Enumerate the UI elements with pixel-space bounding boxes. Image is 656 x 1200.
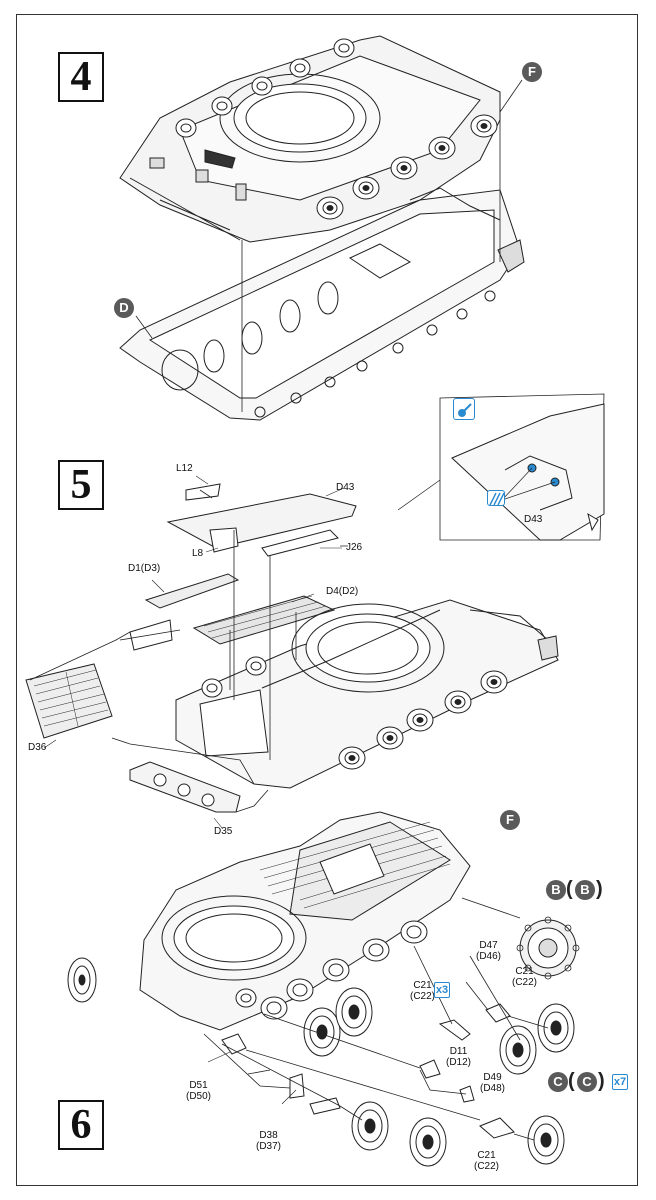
part-label-c22a-text: (C22) [512, 977, 538, 988]
sprue-ref-b: B [546, 880, 566, 900]
part-label-c21-bottom: C21 (C22) [474, 1150, 499, 1172]
paren-open-b: ( [566, 878, 573, 900]
part-label-d12-text: (D12) [446, 1057, 472, 1068]
part-label-c21-right: C21 (C22) [512, 966, 537, 988]
part-label-d36: D36 [28, 742, 47, 753]
sprue-ref-d: D [114, 298, 134, 318]
part-label-l8: L8 [192, 548, 204, 559]
part-label-d47: D47 (D46) [476, 940, 501, 962]
part-label-d49: D49 (D48) [480, 1072, 505, 1094]
part-label-d1: D1(D3) [128, 563, 161, 574]
paren-close-b: ) [596, 878, 603, 900]
detail-inset [397, 393, 605, 541]
part-label-c22b-text: (C22) [410, 991, 436, 1002]
step-number-4: 4 [58, 52, 104, 102]
part-label-d48-text: (D48) [480, 1083, 506, 1094]
sprue-ref-b-alt: B [575, 880, 595, 900]
glue-icon [453, 398, 475, 420]
part-label-d4: D4(D2) [326, 586, 359, 597]
part-label-d51-text: D51 [189, 1080, 208, 1091]
rear-grille [25, 663, 113, 739]
lower-hull-tub [119, 187, 525, 421]
part-label-d11: D11 (D12) [446, 1046, 471, 1068]
inset-label-d43: D43 [524, 514, 543, 525]
loose-road-wheels [303, 987, 575, 1167]
part-label-c21-mid: C21 (C22) [410, 980, 435, 1002]
part-label-d50-text: (D50) [186, 1091, 212, 1102]
quantity-badge-x7: x7 [612, 1074, 628, 1090]
label-leaders [43, 475, 345, 1105]
part-label-d49-text: D49 [483, 1072, 502, 1083]
part-label-c21c-text: C21 [477, 1150, 496, 1161]
part-label-c21a-text: C21 [515, 966, 534, 977]
part-label-d11-text: D11 [449, 1046, 468, 1057]
paren-open-c: ( [568, 1070, 575, 1092]
lower-bracket [129, 761, 241, 813]
step-number-6: 6 [58, 1100, 104, 1150]
drive-sprocket [516, 916, 580, 980]
step5-guides [29, 489, 348, 813]
suspension-arms [221, 1003, 515, 1139]
sprue-ref-c: C [548, 1072, 568, 1092]
paren-close-c: ) [598, 1070, 605, 1092]
hatch-paint-icon [487, 490, 505, 506]
part-label-d51: D51 (D50) [186, 1080, 211, 1102]
part-label-d47-text: D47 [479, 940, 498, 951]
hull-step6 [67, 811, 471, 1031]
quantity-badge-x3: x3 [434, 982, 450, 998]
part-label-d46-text: (D46) [476, 951, 502, 962]
hull-step5 [175, 599, 559, 789]
part-label-c22c-text: (C22) [474, 1161, 500, 1172]
part-label-d37-text: (D37) [256, 1141, 282, 1152]
step-number-5: 5 [58, 460, 104, 510]
part-label-d38-text: D38 [259, 1130, 278, 1141]
part-label-d38: D38 (D37) [256, 1130, 281, 1152]
sprue-ref-f: F [522, 62, 542, 82]
part-label-d35: D35 [214, 826, 233, 837]
part-label-j26: J26 [346, 542, 363, 553]
sprue-ref-c-alt: C [577, 1072, 597, 1092]
part-label-c21b-text: C21 [413, 980, 432, 991]
part-label-l12: L12 [176, 463, 193, 474]
upper-road-wheels [175, 38, 498, 220]
page-frame [16, 14, 638, 1186]
step6-guides [203, 897, 549, 1141]
step4-guides [135, 79, 523, 412]
part-label-d43: D43 [336, 482, 355, 493]
sprue-ref-f-step6: F [500, 810, 520, 830]
